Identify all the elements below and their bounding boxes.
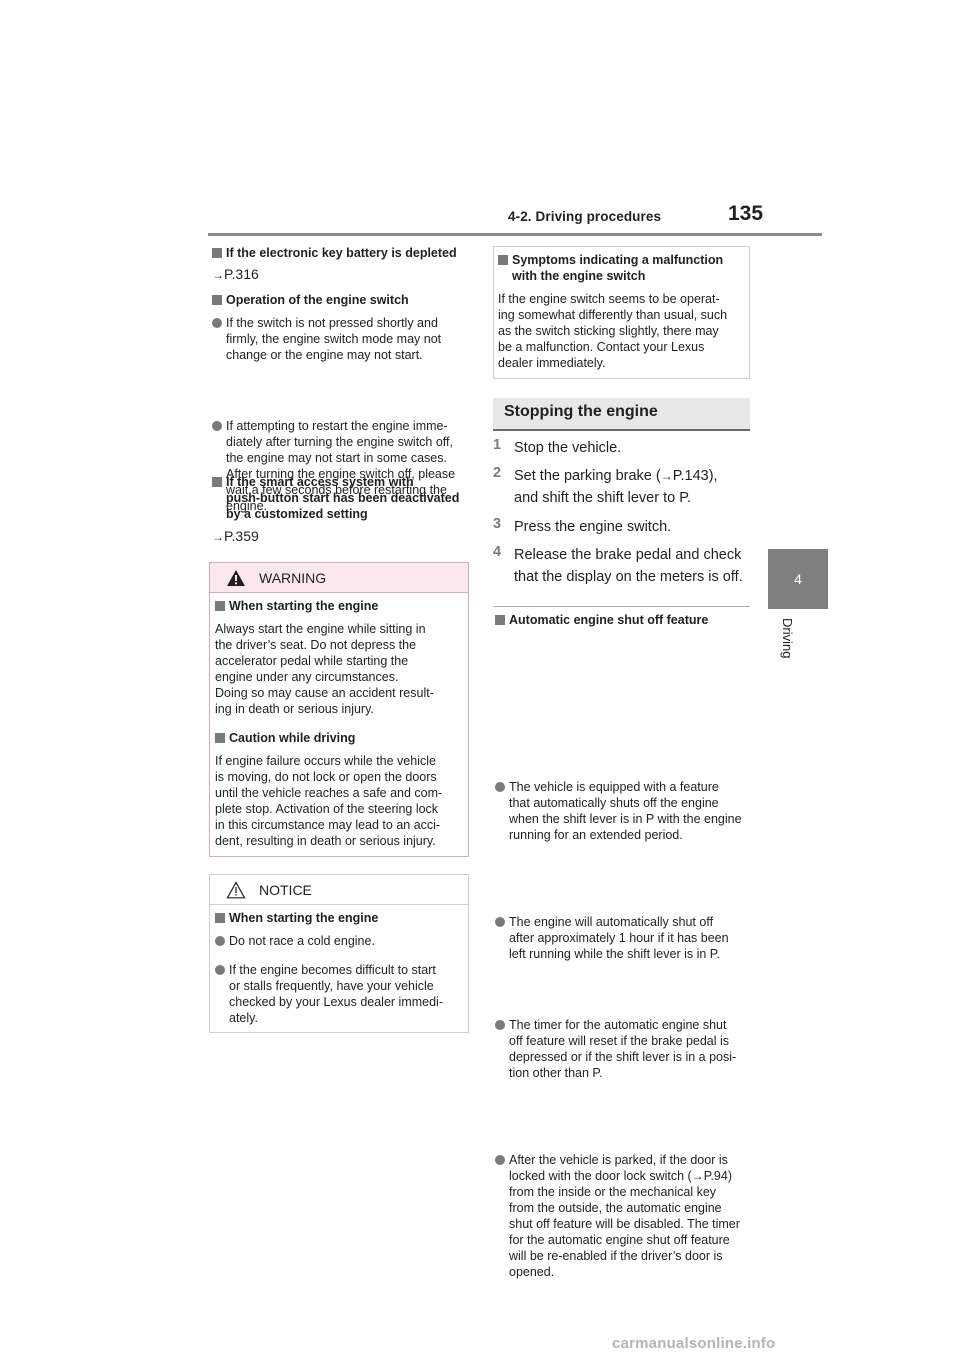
subhead-auto-shutoff: Automatic engine shut off feature	[495, 612, 708, 628]
square-bullet-icon	[212, 295, 222, 305]
bullet-item: If the engine becomes difficult to start…	[215, 962, 467, 1026]
subhead-engine-switch: Operation of the engine switch	[212, 292, 409, 308]
step-item: 1 Stop the vehicle.	[493, 437, 622, 456]
square-bullet-icon	[495, 615, 505, 625]
warning-paragraph: If engine failure occurs while the vehic…	[215, 754, 443, 848]
section-heading-bar	[493, 398, 750, 431]
caution-icon	[226, 881, 246, 899]
subhead-key-battery: If the electronic key battery is deplete…	[212, 245, 472, 261]
bullet-dot-icon	[212, 421, 222, 431]
warning-header: WARNING	[210, 563, 468, 593]
square-bullet-icon	[212, 248, 222, 258]
square-bullet-icon	[215, 733, 225, 743]
warning-box: WARNING When starting the engine Always …	[209, 562, 469, 857]
square-bullet-icon	[215, 913, 225, 923]
step-item: 2 Set the parking brake (→P.143), and sh…	[493, 465, 718, 506]
arrow-right-icon: →	[691, 1169, 704, 1183]
section-title: 4-2. Driving procedures	[508, 209, 662, 224]
page-ref[interactable]: →P.359	[212, 528, 259, 544]
warning-icon	[227, 570, 245, 586]
bullet-dot-icon	[495, 917, 505, 927]
bullet-dot-icon	[212, 318, 222, 328]
notice-title: NOTICE	[259, 882, 312, 898]
arrow-right-icon: →	[212, 268, 224, 282]
page-ref[interactable]: →P.316	[212, 266, 259, 282]
step-list: 1 Stop the vehicle. 2 Set the parking br…	[493, 437, 755, 590]
symptoms-paragraph: If the engine switch seems to be operat-…	[498, 292, 728, 370]
bullet-item: After the vehicle is parked, if the door…	[495, 1152, 757, 1280]
section-heading: Stopping the engine	[504, 403, 658, 420]
symptoms-subhead: Symptoms indicating a malfunction with t…	[498, 252, 748, 284]
divider	[493, 606, 750, 607]
chapter-tab[interactable]: 4	[768, 549, 828, 609]
notice-subhead: When starting the engine	[215, 910, 467, 926]
notice-header: NOTICE	[210, 875, 468, 905]
warning-title: WARNING	[259, 570, 327, 586]
arrow-right-icon: →	[660, 469, 673, 483]
square-bullet-icon	[498, 255, 508, 265]
bullet-item: If the switch is not pressed shortly and…	[212, 315, 474, 363]
square-bullet-icon	[215, 601, 225, 611]
bullet-dot-icon	[215, 936, 225, 946]
subhead-smart-access: If the smart access system with push-but…	[212, 474, 474, 522]
square-bullet-icon	[212, 477, 222, 487]
watermark[interactable]: carmanualsonline.info	[612, 1335, 776, 1352]
bullet-dot-icon	[495, 1020, 505, 1030]
chapter-label: Driving	[780, 618, 795, 659]
warning-subhead: Caution while driving	[215, 730, 467, 746]
page-number: 135	[728, 202, 764, 225]
bullet-dot-icon	[215, 965, 225, 975]
bullet-dot-icon	[495, 782, 505, 792]
header-rule	[208, 233, 822, 236]
warning-paragraph: Always start the engine while sitting in…	[215, 622, 434, 716]
notice-box: NOTICE When starting the engine Do not r…	[209, 874, 469, 1033]
bullet-dot-icon	[495, 1155, 505, 1165]
bullet-item: If attempting to restart the engine imme…	[212, 418, 474, 514]
bullet-item: Do not race a cold engine.	[215, 933, 467, 949]
warning-subhead: When starting the engine	[215, 598, 467, 614]
arrow-right-icon: →	[212, 530, 224, 544]
step-item: 3 Press the engine switch.	[493, 516, 672, 535]
symptoms-box: Symptoms indicating a malfunction with t…	[493, 246, 750, 379]
step-item: 4 Release the brake pedal and check that…	[493, 544, 743, 585]
